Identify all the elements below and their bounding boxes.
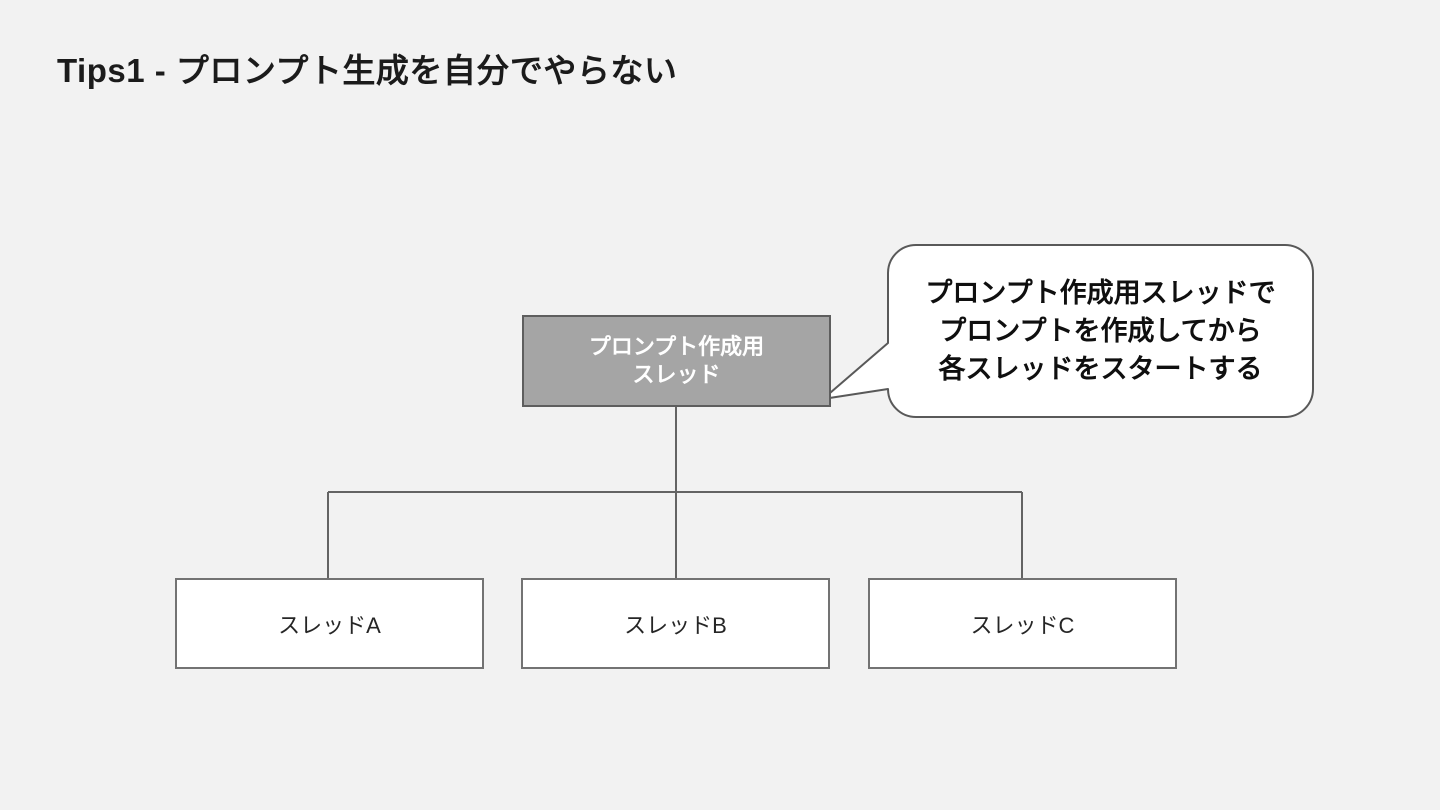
thread-box-b-label: スレッドB: [624, 612, 727, 638]
callout-bubble-text: プロンプト作成用スレッドで プロンプトを作成してから 各スレッドをスタートする: [888, 245, 1313, 417]
connector-lines: [327, 407, 1023, 578]
thread-box-a: スレッドA: [175, 578, 484, 669]
callout-bubble-shape: [822, 244, 1314, 418]
thread-box-b: スレッドB: [521, 578, 830, 669]
root-thread-box-label-line1: プロンプト作成用: [588, 334, 765, 359]
thread-box-a-label: スレッドA: [278, 612, 381, 638]
thread-box-c-label: スレッドC: [970, 612, 1075, 638]
callout-line-1: プロンプト作成用スレッドで: [925, 278, 1276, 308]
thread-box-c: スレッドC: [868, 578, 1177, 669]
root-thread-box-label-line2: スレッド: [632, 362, 721, 387]
page-title: Tips1 - プロンプト生成を自分でやらない: [57, 52, 678, 89]
root-thread-box: プロンプト作成用 スレッド: [522, 315, 831, 407]
callout-line-2: プロンプトを作成してから: [939, 316, 1262, 346]
callout-line-3: 各スレッドをスタートする: [938, 354, 1263, 384]
